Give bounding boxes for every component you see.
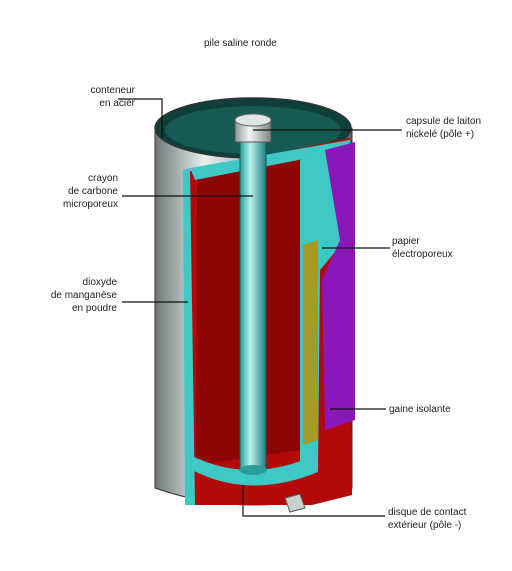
label-crayon: crayon de carbone microporeux — [63, 172, 118, 211]
leader-disque — [242, 485, 385, 517]
label-disque-line2: extérieur (pôle -) — [388, 520, 462, 531]
label-papier: papier électroporeux — [392, 235, 453, 261]
label-dioxyde-line1: dioxyde — [82, 277, 117, 288]
diagram-title: pile saline ronde — [204, 38, 277, 49]
brass-cap — [234, 113, 272, 143]
label-conteneur-line2: en acier — [99, 98, 135, 109]
label-dioxyde-line2: de manganèse — [50, 290, 117, 301]
label-conteneur: conteneur en acier — [91, 84, 135, 110]
leader-lines — [118, 98, 402, 517]
label-capsule-line2: nickelé (pôle +) — [406, 129, 475, 140]
label-gaine: gaine isolante — [389, 403, 451, 416]
label-papier-line1: papier — [392, 236, 420, 247]
label-capsule-line1: capsule de laiton — [406, 116, 482, 127]
leader-conteneur — [118, 98, 163, 138]
label-conteneur-line1: conteneur — [90, 85, 135, 96]
label-disque-line1: disque de contact — [388, 507, 467, 518]
label-papier-line2: électroporeux — [392, 249, 453, 260]
label-dioxyde: dioxyde de manganèse en poudre — [51, 276, 117, 315]
label-crayon-line2: de carbone — [67, 186, 118, 197]
label-capsule: capsule de laiton nickelé (pôle +) — [406, 115, 481, 141]
label-gaine-line1: gaine isolante — [389, 404, 451, 415]
separator-layers — [300, 142, 355, 475]
label-crayon-line1: crayon — [87, 173, 118, 184]
label-crayon-line3: microporeux — [62, 199, 118, 210]
carbon-rod — [239, 129, 267, 475]
label-disque: disque de contact extérieur (pôle -) — [388, 506, 466, 532]
label-dioxyde-line3: en poudre — [71, 303, 117, 314]
contact-disk — [284, 493, 306, 513]
